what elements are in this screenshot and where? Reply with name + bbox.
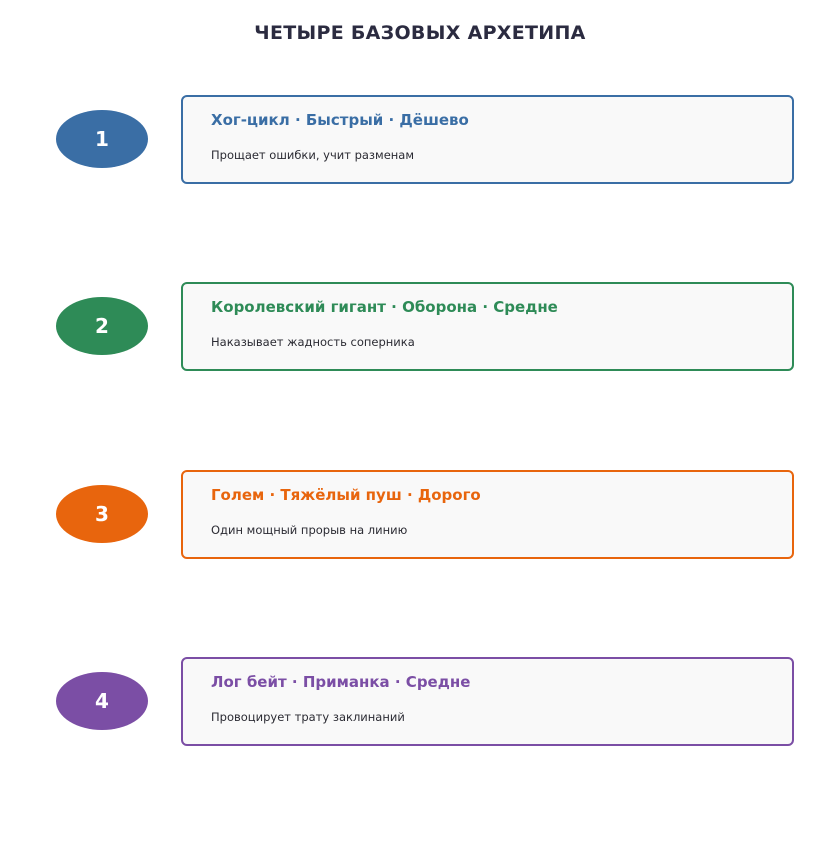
number-badge: 3 [56, 485, 148, 543]
archetype-description: Прощает ошибки, учит разменам [211, 148, 415, 162]
archetype-heading: Хог-цикл · Быстрый · Дёшево [211, 111, 469, 129]
archetype-heading: Голем · Тяжёлый пуш · Дорого [211, 486, 481, 504]
archetype-row: 1 Хог-цикл · Быстрый · Дёшево Прощает ош… [0, 95, 840, 184]
number-badge: 2 [56, 297, 148, 355]
page-title: ЧЕТЫРЕ БАЗОВЫХ АРХЕТИПА [254, 22, 586, 44]
archetype-description: Один мощный прорыв на линию [211, 523, 408, 537]
number-badge: 4 [56, 672, 148, 730]
archetype-card: Голем · Тяжёлый пуш · Дорого Один мощный… [181, 470, 794, 559]
archetype-row: 4 Лог бейт · Приманка · Средне Провоциру… [0, 657, 840, 746]
archetype-heading: Лог бейт · Приманка · Средне [211, 673, 471, 691]
archetype-card: Хог-цикл · Быстрый · Дёшево Прощает ошиб… [181, 95, 794, 184]
archetype-row: 2 Королевский гигант · Оборона · Средне … [0, 282, 840, 371]
archetype-description: Провоцирует трату заклинаний [211, 710, 405, 724]
archetype-row: 3 Голем · Тяжёлый пуш · Дорого Один мощн… [0, 470, 840, 559]
number-badge: 1 [56, 110, 148, 168]
archetype-card: Лог бейт · Приманка · Средне Провоцирует… [181, 657, 794, 746]
archetype-card: Королевский гигант · Оборона · Средне На… [181, 282, 794, 371]
archetype-heading: Королевский гигант · Оборона · Средне [211, 298, 558, 316]
archetype-description: Наказывает жадность соперника [211, 335, 415, 349]
